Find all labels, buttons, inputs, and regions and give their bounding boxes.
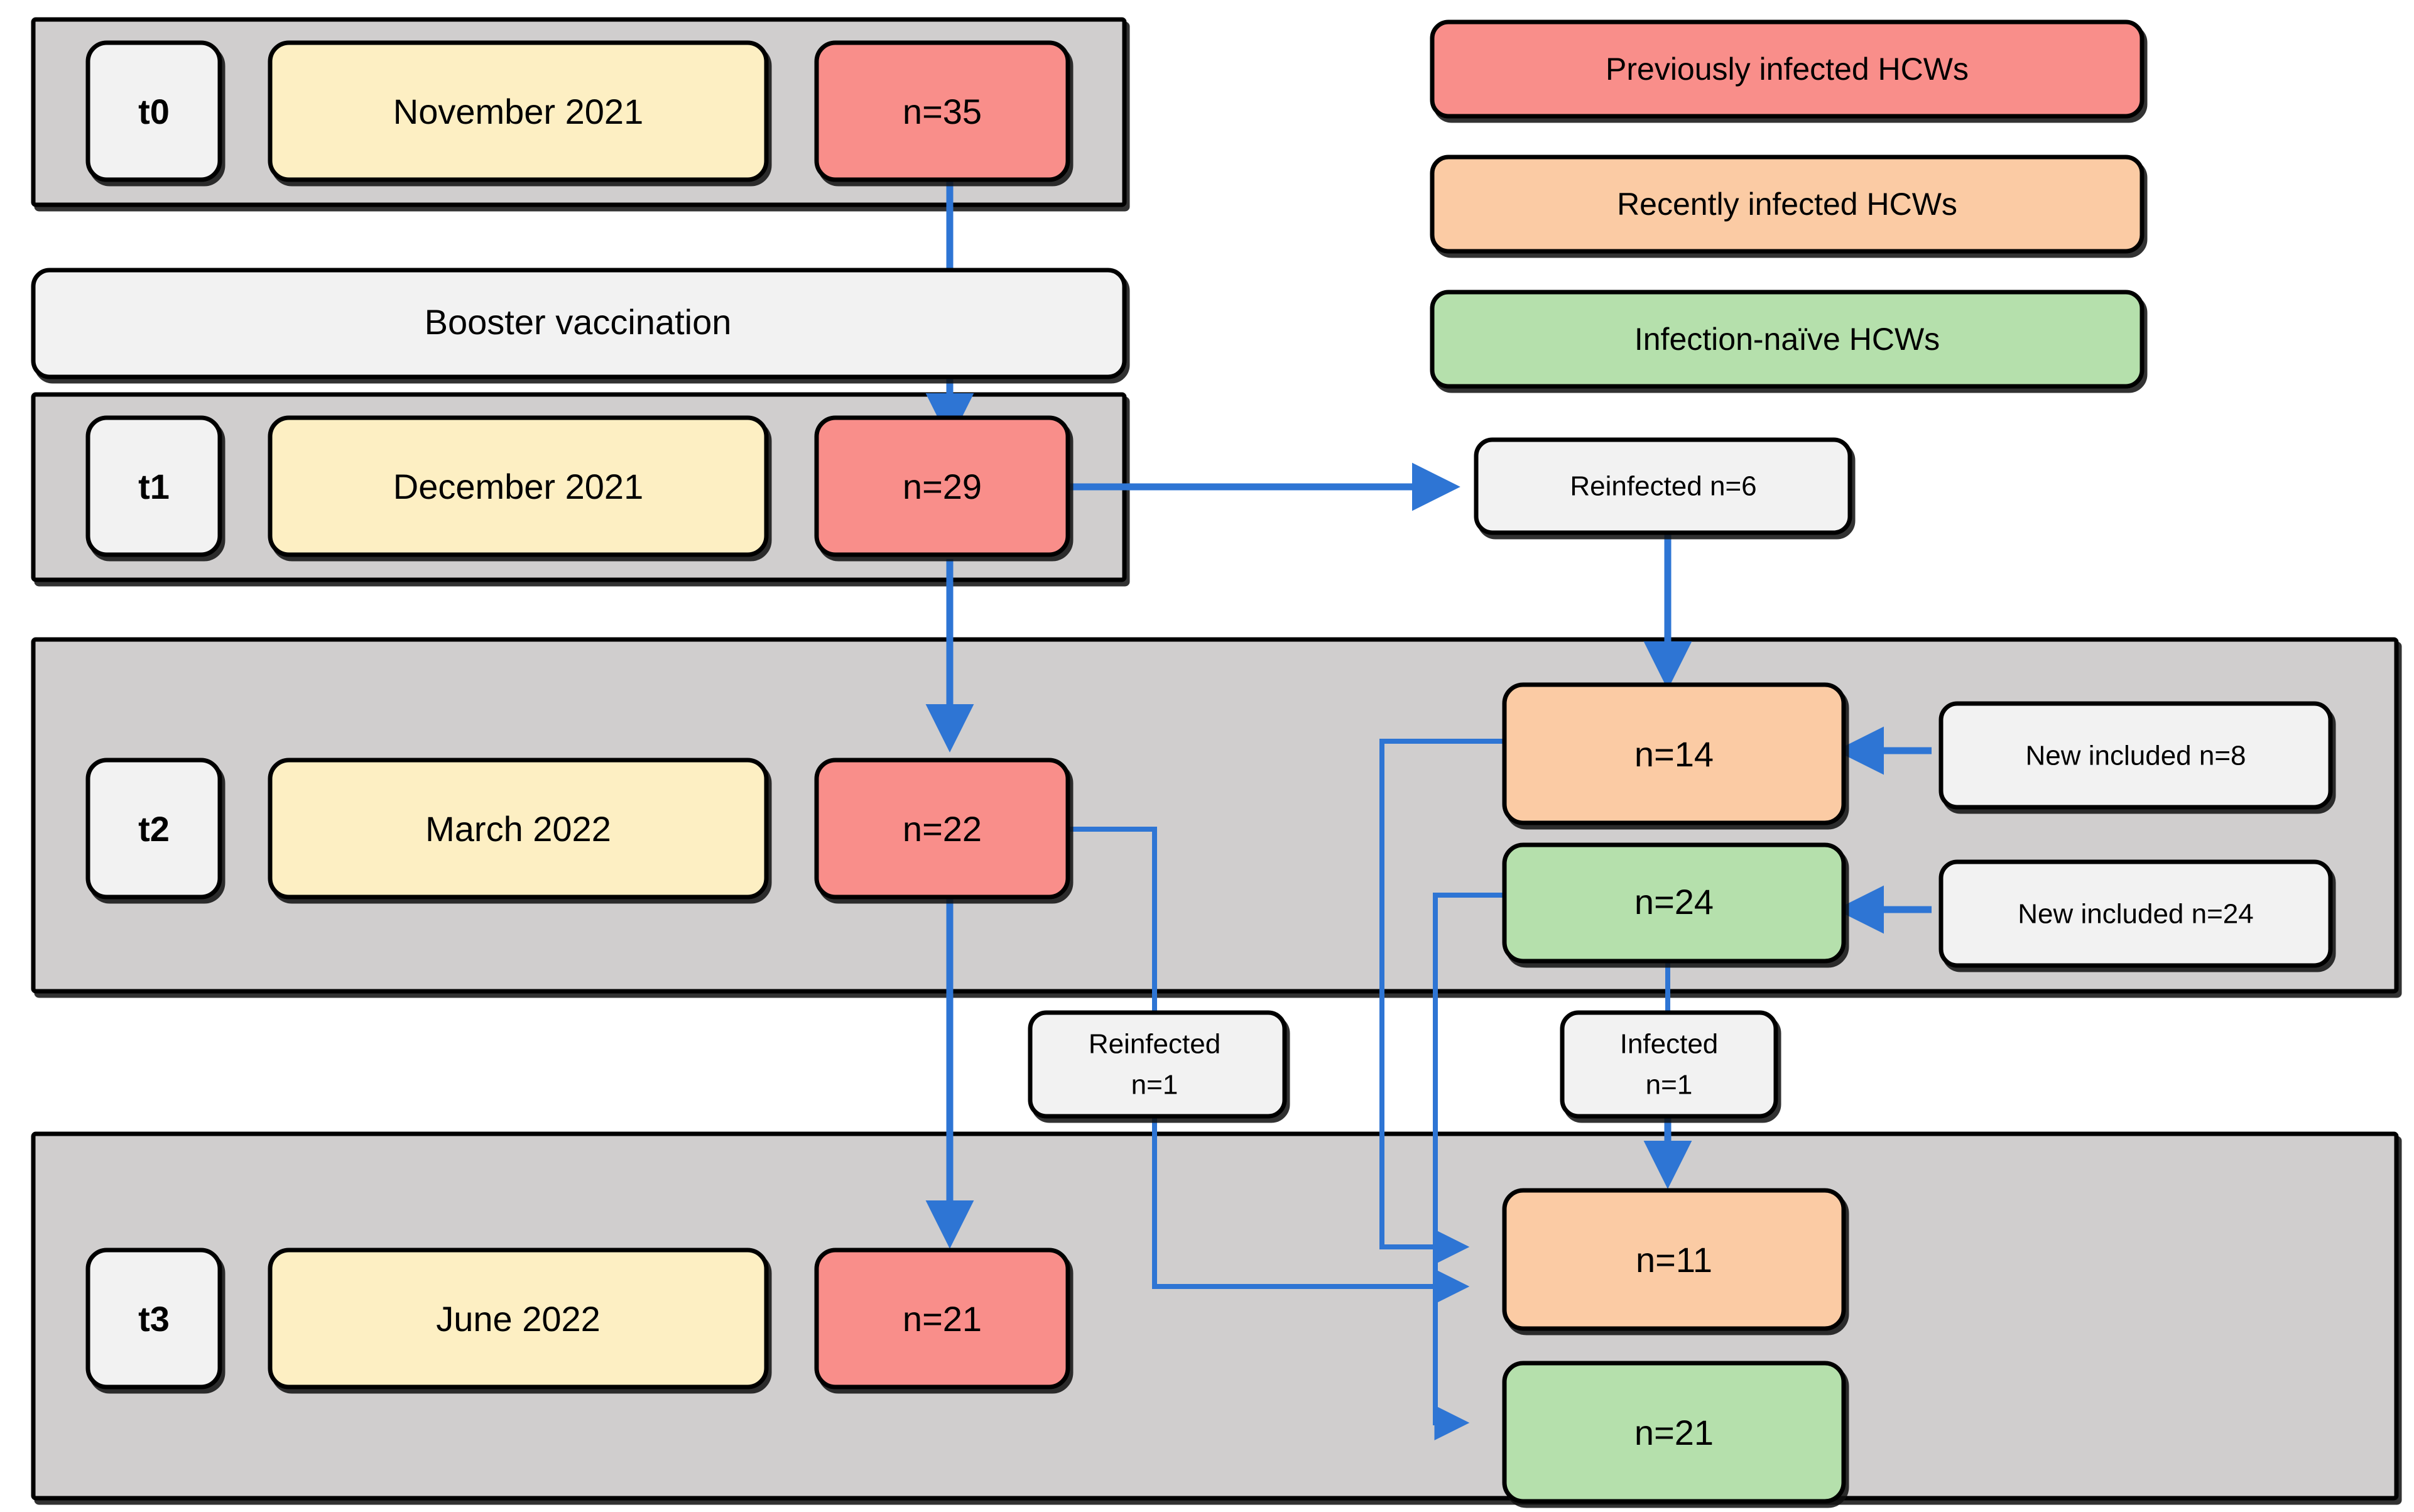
t3-recently-infected-box bbox=[1502, 1188, 1846, 1331]
timepoint-row-t2: t2 March 2022 n=22 n=14 n=24 New include… bbox=[85, 682, 2333, 968]
t1-label-text: t1 bbox=[138, 467, 170, 506]
infected-t2-box bbox=[1560, 1010, 1778, 1119]
connector-reinfected1-to-n11 bbox=[1152, 1087, 1470, 1304]
t3-count-text: n=21 bbox=[903, 1299, 982, 1339]
t0-date-text: November 2021 bbox=[393, 92, 643, 131]
reinfected-t1-label: Reinfected n=6 bbox=[1570, 471, 1756, 502]
legend-item-previously-infected-swatch bbox=[1430, 19, 2145, 119]
t3-infection-naive-box bbox=[1502, 1361, 1846, 1504]
reinfected-t2-label-line2: n=1 bbox=[1131, 1070, 1178, 1101]
new-included-recent-label: New included n=8 bbox=[2025, 741, 2246, 771]
infected-t2-node: Infected n=1 bbox=[1560, 1010, 1778, 1119]
booster-vaccination-node: Booster vaccination bbox=[31, 268, 1127, 379]
timepoint-row-t3: t3 June 2022 n=21 n=11 n=21 bbox=[85, 1188, 1846, 1504]
t2-count-box bbox=[814, 758, 1070, 900]
t2-recently-infected-count: n=14 bbox=[1634, 734, 1714, 774]
new-included-naive-label: New included n=24 bbox=[2018, 899, 2253, 930]
legend-item-recently-infected-label: Recently infected HCWs bbox=[1617, 187, 1957, 222]
reinfected-t2-box bbox=[1028, 1010, 1287, 1119]
t2-infection-naive-box bbox=[1502, 842, 1846, 964]
legend-item-infection-naive-label: Infection-naïve HCWs bbox=[1634, 322, 1940, 357]
infected-t2-label-line2: n=1 bbox=[1646, 1070, 1693, 1101]
t3-recently-infected-count: n=11 bbox=[1636, 1240, 1712, 1280]
legend: Previously infected HCWs Recently infect… bbox=[1430, 19, 2145, 389]
t1-date-text: December 2021 bbox=[393, 467, 643, 506]
t1-date-box bbox=[268, 415, 769, 557]
t3-date-box bbox=[268, 1248, 769, 1390]
reinfected-t1-node: Reinfected n=6 bbox=[1474, 437, 1852, 535]
t3-date-text: June 2022 bbox=[436, 1299, 601, 1339]
t2-infection-naive-count: n=24 bbox=[1634, 882, 1714, 922]
t2-recently-infected-box bbox=[1502, 682, 1846, 825]
t2-date-box bbox=[268, 758, 769, 900]
legend-item-previously-infected-label: Previously infected HCWs bbox=[1606, 52, 1969, 87]
t1-count-text: n=29 bbox=[903, 467, 982, 506]
t2-count-text: n=22 bbox=[903, 809, 982, 849]
reinfected-t1-box bbox=[1474, 437, 1852, 535]
timepoint-row-t1: t1 December 2021 n=29 bbox=[85, 415, 1070, 557]
t3-label-text: t3 bbox=[138, 1299, 170, 1339]
connector-t2-to-reinfected1 bbox=[1068, 827, 1157, 1040]
t0-count-box bbox=[814, 40, 1070, 182]
legend-item-infection-naive-swatch bbox=[1430, 290, 2145, 389]
infected-t2-label-line1: Infected bbox=[1620, 1029, 1719, 1060]
new-included-recent-box bbox=[1938, 701, 2333, 810]
booster-label: Booster vaccination bbox=[425, 302, 732, 342]
legend-item-recently-infected-swatch bbox=[1430, 155, 2145, 254]
t3-infection-naive-count: n=21 bbox=[1634, 1413, 1714, 1452]
t1-label-box bbox=[85, 415, 222, 557]
new-included-naive-box bbox=[1938, 859, 2333, 968]
t3-label-box bbox=[85, 1248, 222, 1390]
t3-count-box bbox=[814, 1248, 1070, 1390]
reinfected-t2-node: Reinfected n=1 bbox=[1028, 1010, 1287, 1119]
connector-n14-to-n11 bbox=[1379, 739, 1504, 1265]
booster-box bbox=[31, 268, 1127, 379]
t1-count-box bbox=[814, 415, 1070, 557]
t0-label-box bbox=[85, 40, 222, 182]
timepoint-row-t0: t0 November 2021 n=35 bbox=[85, 40, 1070, 182]
reinfected-t2-label-line1: Reinfected bbox=[1089, 1029, 1221, 1060]
t0-count-text: n=35 bbox=[903, 92, 982, 131]
connector-n24-to-n21 bbox=[1433, 893, 1504, 1440]
t2-date-text: March 2022 bbox=[425, 809, 611, 849]
t0-date-box bbox=[268, 40, 769, 182]
t2-label-text: t2 bbox=[138, 809, 170, 849]
t2-label-box bbox=[85, 758, 222, 900]
t0-label-text: t0 bbox=[138, 92, 170, 131]
